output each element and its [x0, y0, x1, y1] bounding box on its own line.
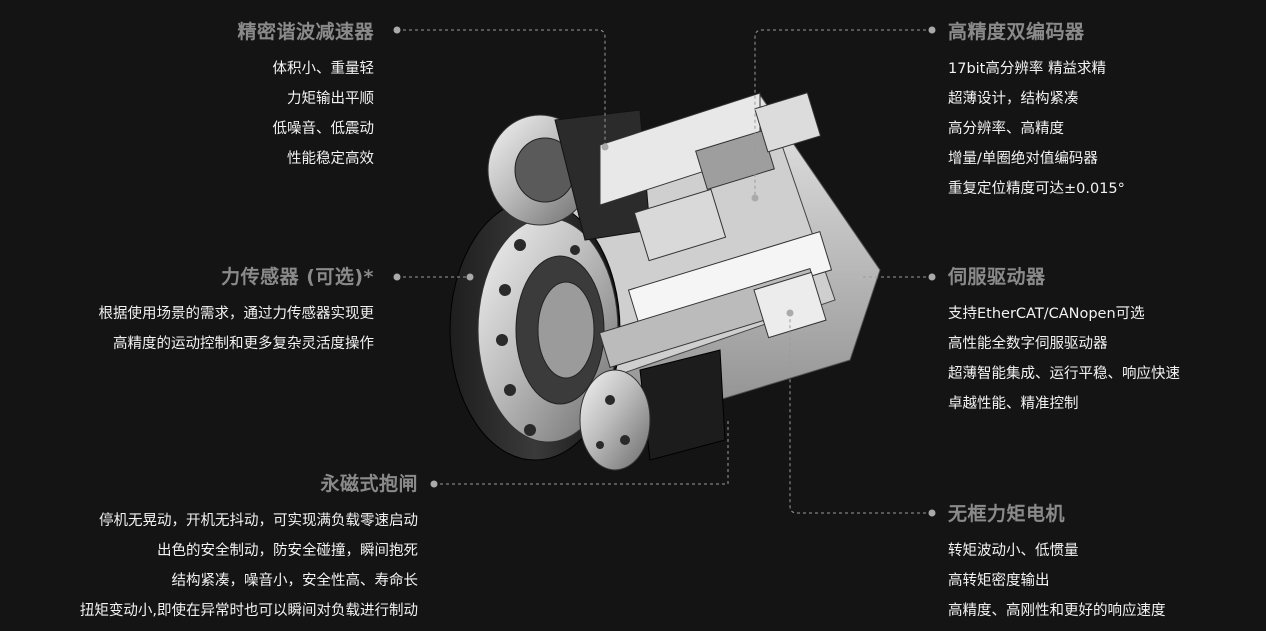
brake-line: 结构紧凑，噪音小，安全性高、寿命长	[171, 573, 419, 589]
encoder-title: 高精度双编码器	[948, 21, 1085, 43]
brake-block: 永磁式抱闸 停机无晃动，开机无抖动，可实现满负载零速启动 出色的安全制动，防安全…	[80, 472, 418, 626]
encoder-line: 增量/单圈绝对值编码器	[948, 151, 1098, 167]
brake-line: 扭矩变动小,即使在异常时也可以瞬间对负载进行制动	[79, 603, 418, 619]
encoder-line: 17bit高分辨率 精益求精	[948, 61, 1106, 77]
reducer-title: 精密谐波减速器	[237, 21, 374, 43]
internal-parts	[598, 92, 833, 368]
sensor-line: 根据使用场景的需求，通过力传感器实现更	[98, 306, 375, 322]
reducer-line: 力矩输出平顺	[287, 91, 374, 107]
sensor-line: 高精度的运动控制和更多复杂灵活度操作	[113, 336, 374, 352]
drive-line: 超薄智能集成、运行平稳、响应快速	[948, 366, 1180, 382]
reducer-line: 体积小、重量轻	[272, 61, 375, 77]
motor-line: 高转矩密度输出	[948, 573, 1050, 589]
reducer-block: 精密谐波减速器 体积小、重量轻 力矩输出平顺 低噪音、低震动 性能稳定高效	[237, 20, 374, 174]
drive-block: 伺服驱动器 支持EtherCAT/CANopen可选 高性能全数字伺服驱动器 超…	[948, 265, 1180, 419]
encoder-line: 高分辨率、高精度	[948, 121, 1064, 137]
encoder-line: 超薄设计，结构紧凑	[948, 91, 1079, 107]
drive-line: 卓越性能、精准控制	[948, 396, 1079, 412]
leader-dots	[393, 26, 936, 517]
reducer-line: 性能稳定高效	[287, 151, 374, 167]
motor-line: 转矩波动小、低惯量	[948, 543, 1079, 559]
motor-block: 无框力矩电机 转矩波动小、低惯量 高转矩密度输出 高精度、高刚性和更好的响应速度	[948, 502, 1166, 626]
encoder-line: 重复定位精度可达±0.015°	[948, 181, 1125, 197]
drive-line: 高性能全数字伺服驱动器	[948, 336, 1108, 352]
encoder-block: 高精度双编码器 17bit高分辨率 精益求精 超薄设计，结构紧凑 高分辨率、高精…	[948, 20, 1125, 204]
brake-line: 停机无晃动，开机无抖动，可实现满负载零速启动	[99, 513, 418, 529]
reducer-line: 低噪音、低震动	[272, 121, 375, 137]
brake-line: 出色的安全制动，防安全碰撞，瞬间抱死	[157, 543, 418, 559]
sensor-block: 力传感器 (可选)* 根据使用场景的需求，通过力传感器实现更 高精度的运动控制和…	[99, 265, 375, 359]
brake-ring	[639, 349, 726, 461]
leader-lines	[397, 29, 932, 514]
brake-title: 永磁式抱闸	[320, 473, 418, 495]
motor-line: 高精度、高刚性和更好的响应速度	[948, 603, 1166, 619]
rear-ring	[579, 369, 651, 471]
drive-line: 支持EtherCAT/CANopen可选	[948, 306, 1145, 322]
sensor-title: 力传感器 (可选)*	[221, 266, 374, 288]
motor-title: 无框力矩电机	[948, 503, 1066, 525]
front-flange	[449, 199, 621, 461]
drive-title: 伺服驱动器	[948, 266, 1046, 288]
